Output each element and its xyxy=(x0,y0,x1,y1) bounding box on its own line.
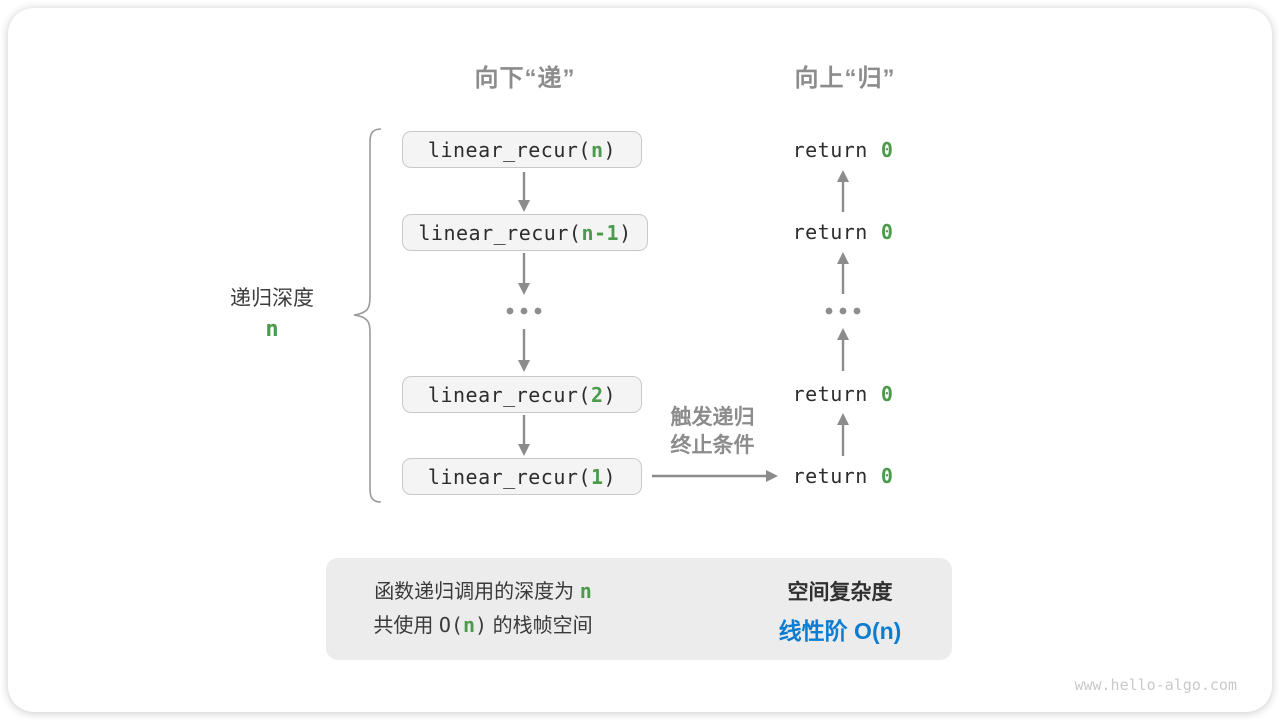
call-arg: n xyxy=(590,137,604,162)
return-keyword: return xyxy=(792,220,868,244)
call-text: ) xyxy=(603,382,617,407)
return-keyword: return xyxy=(792,464,868,488)
big-o-close: ) xyxy=(475,613,488,637)
depth-value: n xyxy=(265,317,279,342)
base-case-line2: 终止条件 xyxy=(670,434,755,457)
return-row-4: return 0 xyxy=(743,463,943,489)
summary-statement: 函数递归调用的深度为 n 共使用 O(n) 的栈帧空间 xyxy=(330,576,636,644)
call-box-n: linear_recur(n) xyxy=(402,131,642,168)
big-o-open: O( xyxy=(438,613,463,637)
call-text: ) xyxy=(619,220,632,245)
watermark: www.hello-algo.com xyxy=(1074,676,1237,694)
call-box-1: linear_recur(1) xyxy=(402,458,642,495)
call-text: linear_recur( xyxy=(427,464,591,489)
return-row-2: return 0 xyxy=(743,219,943,245)
summary-line1-text: 函数递归调用的深度为 xyxy=(374,581,580,603)
result-title: 空间复杂度 xyxy=(787,581,893,604)
call-arg: 1 xyxy=(590,464,604,489)
return-value: 0 xyxy=(880,138,894,162)
header-recurse-down: 向下“递” xyxy=(474,65,576,92)
summary-line1: 函数递归调用的深度为 n xyxy=(330,576,636,610)
call-text: ) xyxy=(603,137,617,162)
summary-line2: 共使用 O(n) 的栈帧空间 xyxy=(330,610,636,644)
call-box-2: linear_recur(2) xyxy=(402,376,642,413)
call-box-n-1: linear_recur(n-1) xyxy=(402,214,648,251)
result-value: 线性阶 O(n) xyxy=(778,618,902,644)
summary-panel xyxy=(326,558,952,660)
call-arg: 2 xyxy=(590,382,604,407)
call-arg: n-1 xyxy=(581,220,620,245)
base-case-line1: 触发递归 xyxy=(670,406,755,429)
summary-line1-arg: n xyxy=(579,579,592,603)
return-row-3: return 0 xyxy=(743,381,943,407)
base-case-label: 触发递归 终止条件 xyxy=(640,404,785,460)
call-text: linear_recur( xyxy=(427,137,591,162)
call-text: linear_recur( xyxy=(418,220,582,245)
return-row-1: return 0 xyxy=(743,137,943,163)
return-value: 0 xyxy=(880,220,894,244)
return-keyword: return xyxy=(792,382,868,406)
header-return-up: 向上“归” xyxy=(794,65,896,92)
depth-label: 递归深度 xyxy=(230,287,314,310)
call-text: ) xyxy=(603,464,617,489)
return-keyword: return xyxy=(792,138,868,162)
summary-line2-arg: n xyxy=(463,613,476,637)
summary-line2-text-a: 共使用 xyxy=(373,615,439,637)
call-text: linear_recur( xyxy=(427,382,591,407)
return-value: 0 xyxy=(880,382,894,406)
summary-line2-text-b: 的栈帧空间 xyxy=(487,615,593,637)
return-value: 0 xyxy=(880,464,894,488)
